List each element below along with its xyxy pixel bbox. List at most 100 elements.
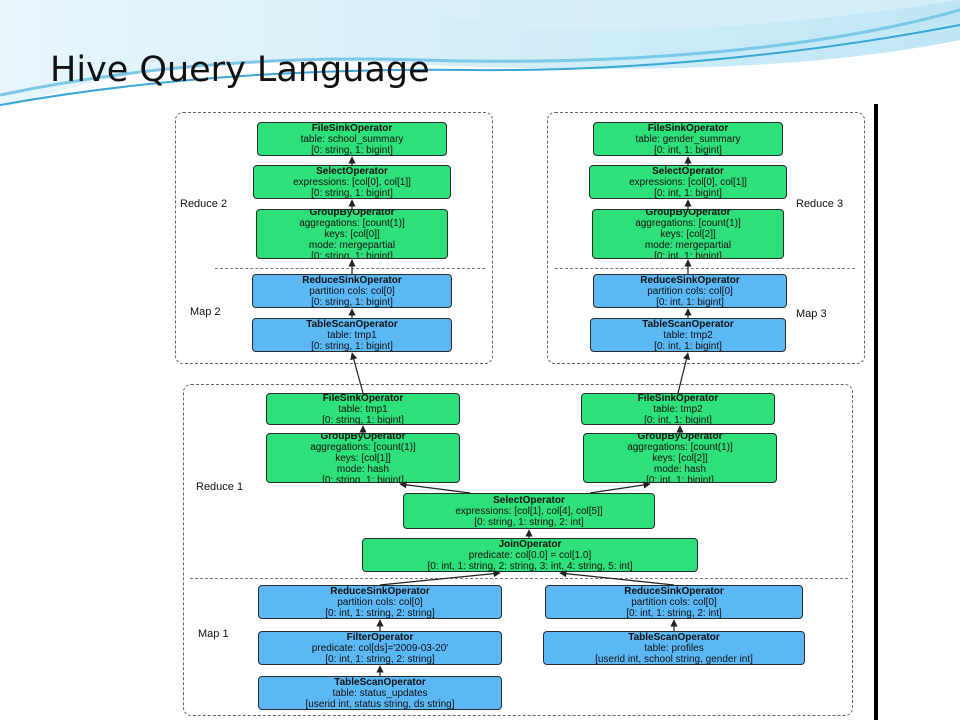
operator-detail: table: status_updates: [332, 687, 428, 699]
operator-name: TableScanOperator: [334, 676, 426, 688]
operator-detail: table: tmp2: [663, 329, 713, 341]
operator-detail: [0: string, 1: bigint]: [311, 296, 393, 308]
operator-name: FileSinkOperator: [322, 393, 404, 404]
label-map1: Map 1: [198, 628, 229, 640]
operator-detail: partition cols: col[0]: [647, 285, 733, 297]
operator-detail: [0: int, 1: string, 2: string]: [325, 607, 435, 619]
operator-detail: table: gender_summary: [635, 133, 741, 145]
operator-name: TableScanOperator: [628, 631, 720, 643]
operator-detail: [0: int, 1: bigint]: [654, 250, 722, 259]
operator-detail: [0: int, 1: bigint]: [656, 296, 724, 308]
operator-name: ReduceSinkOperator: [640, 274, 740, 286]
operator-detail: expressions: [col[0], col[1]]: [629, 176, 747, 188]
operator-name: GroupByOperator: [320, 433, 406, 442]
operator-detail: [0: string, 1: string, 2: int]: [474, 516, 584, 528]
operator-detail: partition cols: col[0]: [631, 596, 717, 608]
operator-detail: partition cols: col[0]: [337, 596, 423, 608]
operator-detail: [userid int, school string, gender int]: [595, 653, 753, 665]
operator-detail: [0: string, 1: bigint]: [311, 250, 393, 259]
operator-name: FilterOperator: [346, 631, 414, 643]
label-map2: Map 2: [190, 306, 221, 318]
operator-name: ReduceSinkOperator: [624, 585, 724, 597]
operator-detail: [userid int, status string, ds string]: [305, 698, 455, 710]
operator-detail: [0: int, 1: string, 2: string, 3: int, 4…: [427, 560, 633, 572]
operator-detail: table: tmp1: [327, 329, 377, 341]
operator-detail: predicate: col[ds]='2009-03-20': [311, 642, 449, 654]
operator-detail: [0: int, 1: string, 2: int]: [626, 607, 722, 619]
operator-detail: keys: [col[2]]: [652, 452, 708, 464]
operator-name: SelectOperator: [493, 494, 565, 506]
operator-detail: keys: [col[0]]: [324, 228, 380, 240]
operator-name: TableScanOperator: [306, 318, 398, 330]
operator-detail: mode: mergepartial: [644, 239, 732, 251]
operator-detail: [0: string, 1: bigint]: [322, 474, 404, 483]
operator-name: GroupByOperator: [309, 209, 395, 218]
label-map3: Map 3: [796, 308, 827, 320]
operator-detail: [0: int, 1: bigint]: [644, 414, 712, 425]
operator-detail: mode: hash: [653, 463, 707, 475]
operator-detail: keys: [col[1]]: [335, 452, 391, 464]
operator-name: FileSinkOperator: [647, 122, 729, 134]
operator-detail: aggregations: [count(1)]: [627, 441, 733, 453]
operator-name: GroupByOperator: [645, 209, 731, 218]
operator-detail: mode: mergepartial: [308, 239, 396, 251]
operator-detail: [0: string, 1: bigint]: [311, 187, 393, 199]
operator-detail: [0: string, 1: bigint]: [311, 340, 393, 352]
operator-detail: [0: int, 1: bigint]: [654, 187, 722, 199]
operator-detail: table: school_summary: [300, 133, 404, 145]
operator-name: FileSinkOperator: [311, 122, 393, 134]
operator-detail: table: tmp2: [653, 403, 703, 415]
operator-detail: aggregations: [count(1)]: [310, 441, 416, 453]
operator-detail: expressions: [col[1], col[4], col[5]]: [455, 505, 603, 517]
operator-detail: partition cols: col[0]: [309, 285, 395, 297]
label-reduce3: Reduce 3: [796, 198, 844, 210]
operator-detail: [0: int, 1: bigint]: [654, 144, 722, 156]
region-job1: [183, 384, 853, 716]
operator-detail: mode: hash: [336, 463, 390, 475]
operator-detail: [0: int, 1: bigint]: [654, 340, 722, 352]
operator-name: SelectOperator: [316, 165, 388, 177]
operator-detail: expressions: [col[0], col[1]]: [293, 176, 411, 188]
divider-job1: [190, 578, 848, 579]
operator-name: SelectOperator: [652, 165, 724, 177]
operator-detail: predicate: col[0.0] = col[1.0]: [468, 549, 592, 561]
operator-name: JoinOperator: [498, 538, 562, 550]
operator-detail: aggregations: [count(1)]: [635, 217, 741, 229]
slide-title: Hive Query Language: [50, 50, 430, 90]
region-job2: [175, 112, 493, 364]
operator-name: FileSinkOperator: [637, 393, 719, 404]
divider-job2: [215, 268, 485, 269]
slide-banner: [0, 0, 960, 110]
operator-detail: [0: int, 1: bigint]: [646, 474, 714, 483]
operator-detail: table: profiles: [644, 642, 704, 654]
operator-detail: aggregations: [count(1)]: [299, 217, 405, 229]
operator-detail: [0: string, 1: bigint]: [311, 144, 393, 156]
operator-name: ReduceSinkOperator: [330, 585, 430, 597]
operator-detail: table: tmp1: [338, 403, 388, 415]
divider-job3: [555, 268, 855, 269]
label-reduce1: Reduce 1: [196, 481, 244, 493]
label-reduce2: Reduce 2: [180, 198, 228, 210]
operator-name: GroupByOperator: [637, 433, 723, 442]
operator-name: ReduceSinkOperator: [302, 274, 402, 286]
